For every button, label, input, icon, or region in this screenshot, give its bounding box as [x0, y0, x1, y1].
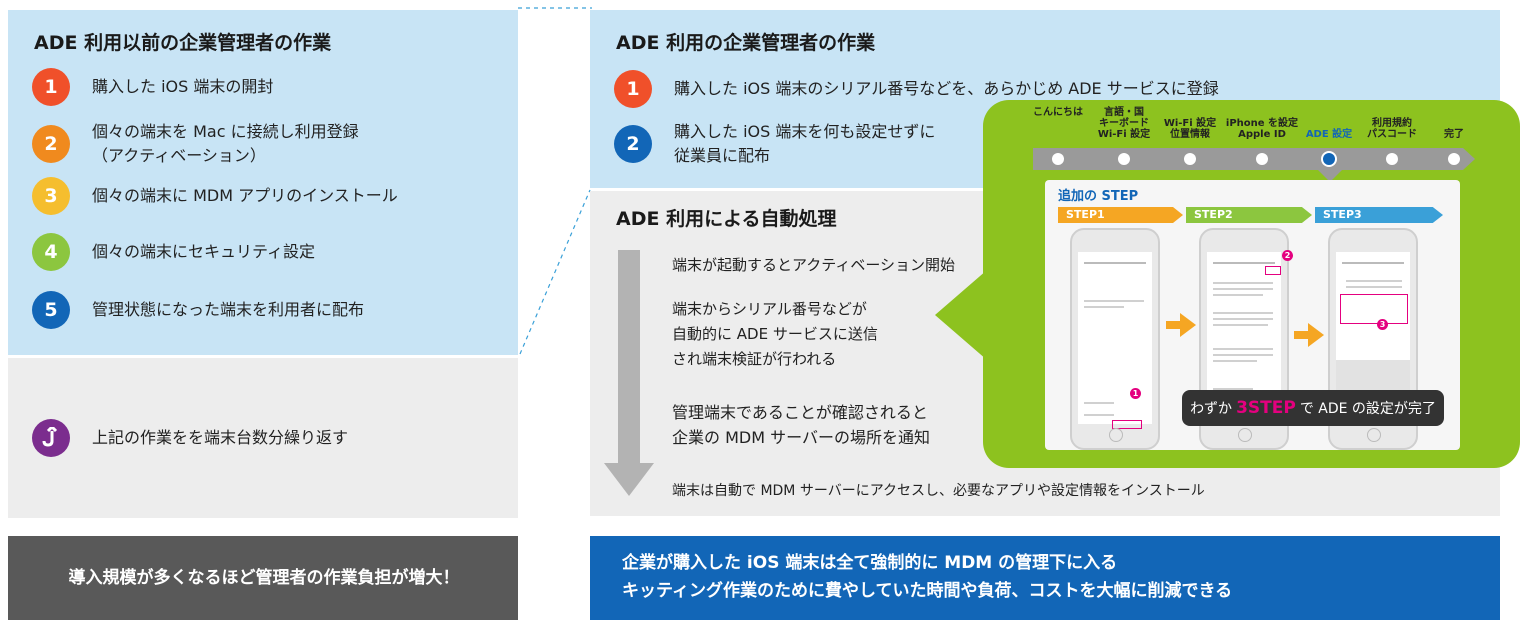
- auto-process-title: ADE 利用による自動処理: [616, 208, 837, 230]
- phone-mockup-step1: [1070, 228, 1160, 450]
- home-button: [1238, 428, 1252, 442]
- flow-arrow-shaft: [618, 250, 640, 470]
- progress-dot: [1118, 153, 1130, 165]
- orange-arrow-icon: [1180, 313, 1196, 337]
- home-button: [1367, 428, 1381, 442]
- auto-step-mdm-notify: 管理端末であることが確認されると 企業の MDM サーバーの場所を通知: [672, 400, 930, 450]
- undo-arrow-icon: [32, 419, 70, 457]
- progress-dot: [1184, 153, 1196, 165]
- step-number-badge: 2: [614, 125, 652, 163]
- repeat-panel: [8, 358, 518, 518]
- auto-step-notify-line1: 管理端末であることが確認されると: [672, 403, 928, 422]
- progress-label-line: 利用規約: [1372, 118, 1412, 129]
- step3-tab: STEP3: [1315, 207, 1443, 223]
- pre-ade-step-2: 2 個々の端末を Mac に接続し利用登録 （アクティベーション）: [32, 120, 359, 168]
- ade-admin-title: ADE 利用の企業管理者の作業: [616, 32, 876, 54]
- auto-step-serial-line2: 自動的に ADE サービスに送信: [672, 325, 878, 343]
- step-number-badge: 1: [32, 68, 70, 106]
- down-arrow-icon: [604, 463, 654, 496]
- progress-label-line: Apple ID: [1238, 129, 1286, 140]
- progress-dot-active: [1323, 153, 1335, 165]
- auto-step-serial-line3: され端末検証が行われる: [672, 350, 837, 368]
- step2-tab: STEP2: [1186, 207, 1312, 223]
- progress-dot: [1052, 153, 1064, 165]
- step-number-badge: 4: [32, 233, 70, 271]
- right-banner-line2: キッティング作業のために費やしていた時間や負荷、コストを大幅に削減できる: [622, 581, 1233, 601]
- progress-label-hello: こんにちは: [1018, 107, 1098, 118]
- step1-tab: STEP1: [1058, 207, 1183, 223]
- callout-tail: [935, 270, 987, 360]
- step-text: 個々の端末を Mac に接続し利用登録 （アクティベーション）: [92, 120, 359, 168]
- right-banner-line1: 企業が購入した iOS 端末は全て強制的に MDM の管理下に入る: [622, 553, 1118, 573]
- progress-label-line: パスコード: [1367, 129, 1417, 140]
- progress-label-line: 位置情報: [1170, 129, 1210, 140]
- progress-label-line: iPhone を設定: [1225, 118, 1299, 129]
- pre-ade-step-4: 4 個々の端末にセキュリティ設定: [32, 233, 315, 271]
- step-badge-2: 2: [1282, 250, 1293, 261]
- step-number-badge: 2: [32, 125, 70, 163]
- auto-step-notify-line2: 企業の MDM サーバーの場所を通知: [672, 428, 930, 447]
- progress-label-line: キーボード: [1099, 118, 1149, 129]
- step-text: 個々の端末に MDM アプリのインストール: [92, 186, 398, 205]
- pill-prefix: わずか: [1190, 401, 1233, 417]
- progress-label-line: Wi-Fi 設定: [1097, 129, 1151, 140]
- left-banner: [8, 536, 518, 620]
- pill-suffix: で ADE の設定が完了: [1299, 401, 1436, 417]
- step-badge-3: 3: [1377, 319, 1388, 330]
- right-banner-text: 企業が購入した iOS 端末は全て強制的に MDM の管理下に入る キッティング…: [622, 549, 1232, 605]
- progress-label-wifi: Wi-Fi 設定 位置情報: [1150, 118, 1230, 140]
- phone-screen: [1078, 252, 1152, 429]
- step-text-line1: 個々の端末を Mac に接続し利用登録: [92, 122, 359, 141]
- three-step-pill: わずか 3STEP で ADE の設定が完了: [1182, 390, 1444, 426]
- ade-step-2: 2 購入した iOS 端末を何も設定せずに 従業員に配布: [614, 120, 935, 168]
- ade-step-1: 1 購入した iOS 端末のシリアル番号などを、あらかじめ ADE サービスに登…: [614, 70, 1219, 108]
- step-text-line2: 従業員に配布: [674, 146, 771, 165]
- active-pointer: [1318, 170, 1342, 182]
- auto-step-serial: 端末からシリアル番号などが 自動的に ADE サービスに送信 され端末検証が行わ…: [672, 297, 878, 372]
- auto-step-serial-line1: 端末からシリアル番号などが: [672, 300, 867, 318]
- step-text-line1: 購入した iOS 端末を何も設定せずに: [674, 122, 936, 141]
- progress-label-language: 言語・国 キーボード Wi-Fi 設定: [1084, 107, 1164, 140]
- pre-ade-title: ADE 利用以前の企業管理者の作業: [34, 32, 332, 54]
- orange-arrow-shaft: [1166, 321, 1184, 329]
- setup-progress-bar: [1033, 148, 1463, 170]
- repeat-row: 上記の作業をを端末台数分繰り返す: [32, 419, 348, 457]
- step-text: 購入した iOS 端末の開封: [92, 77, 274, 96]
- dashed-connector: [518, 7, 592, 355]
- progress-label-done: 完了: [1444, 129, 1464, 140]
- progress-dot: [1256, 153, 1268, 165]
- auto-step-install: 端末は自動で MDM サーバーにアクセスし、必要なアプリや設定情報をインストール: [672, 483, 1205, 499]
- right-banner: [590, 536, 1500, 620]
- pre-ade-step-3: 3 個々の端末に MDM アプリのインストール: [32, 177, 398, 215]
- home-button: [1109, 428, 1123, 442]
- step-text-line2: （アクティベーション）: [92, 146, 266, 165]
- left-banner-text: 導入規模が多くなるほど管理者の作業負担が増大！: [68, 568, 460, 588]
- step-text: 管理状態になった端末を利用者に配布: [92, 300, 365, 319]
- step-text: 個々の端末にセキュリティ設定: [92, 242, 316, 261]
- repeat-text: 上記の作業をを端末台数分繰り返す: [92, 428, 349, 447]
- step-badge-1: 1: [1130, 388, 1141, 399]
- progress-label-iphone: iPhone を設定 Apple ID: [1222, 118, 1302, 140]
- pre-ade-step-1: 1 購入した iOS 端末の開封: [32, 68, 273, 106]
- step-text: 購入した iOS 端末を何も設定せずに 従業員に配布: [674, 120, 935, 168]
- step-number-badge: 3: [32, 177, 70, 215]
- pre-ade-step-5: 5 管理状態になった端末を利用者に配布: [32, 291, 364, 329]
- progress-bar-tip: [1463, 148, 1475, 170]
- progress-label-line: 言語・国: [1104, 107, 1144, 118]
- progress-label-line: こんにちは: [1033, 107, 1083, 118]
- step-text: 購入した iOS 端末のシリアル番号などを、あらかじめ ADE サービスに登録: [674, 79, 1219, 98]
- progress-label-line: Wi-Fi 設定: [1163, 118, 1217, 129]
- step-number-badge: 1: [614, 70, 652, 108]
- progress-label-ade: ADE 設定: [1305, 129, 1353, 140]
- progress-dot: [1448, 153, 1460, 165]
- extra-steps-title: 追加の STEP: [1058, 189, 1139, 204]
- orange-arrow-icon: [1308, 323, 1324, 347]
- orange-arrow-shaft: [1294, 331, 1312, 339]
- step-number-badge: 5: [32, 291, 70, 329]
- pre-ade-panel: [8, 10, 518, 355]
- pill-highlight: 3STEP: [1236, 398, 1296, 418]
- auto-step-activation: 端末が起動するとアクティベーション開始: [672, 256, 956, 274]
- progress-label-terms: 利用規約 パスコード: [1352, 118, 1432, 140]
- progress-dot: [1386, 153, 1398, 165]
